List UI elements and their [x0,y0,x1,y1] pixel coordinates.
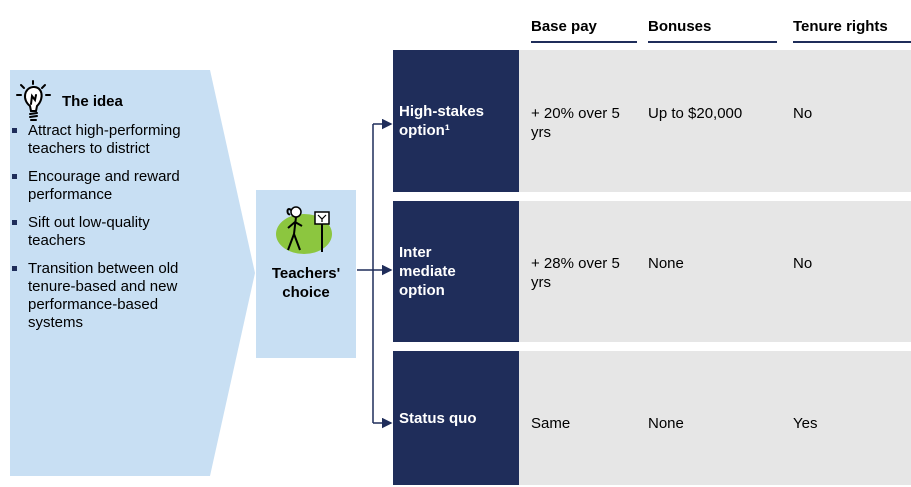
cell-tenure-rights: No [793,105,813,122]
option-label-intermediate: Inter mediate option [393,201,519,342]
column-header-bonuses: Bonuses [648,18,777,43]
cell-tenure-rights: No [793,255,813,272]
column-header-base-pay: Base pay [531,18,637,43]
cell-base-pay: Same [531,415,571,432]
teachers-choice-box: Teachers' choice [256,190,356,358]
idea-bullet: Encourage and reward performance [12,168,208,204]
teacher-at-crossroads-icon [276,206,332,254]
cell-bonuses: Up to $20,000 [648,105,743,122]
lightbulb-icon [16,80,51,121]
option-label-status-quo: Status quo [393,351,519,485]
idea-bullet-list: Attract high-performing teachers to dist… [12,122,208,342]
option-row-status-quo [519,351,911,485]
idea-panel [10,70,260,476]
option-row-high-stakes [519,50,911,192]
option-label-high-stakes: High-stakes option¹ [393,50,519,192]
teachers-choice-label: Teachers' choice [271,265,341,301]
idea-bullet: Attract high-performing teachers to dist… [12,122,208,158]
column-header-tenure-rights: Tenure rights [793,18,911,43]
option-row-intermediate [519,201,911,342]
cell-bonuses: None [648,255,684,272]
cell-bonuses: None [648,415,684,432]
cell-tenure-rights: Yes [793,415,818,432]
cell-base-pay: + 28% over 5 yrs [531,255,620,291]
idea-bullet: Sift out low-quality teachers [12,214,208,250]
idea-title: The idea [62,93,123,110]
cell-base-pay: + 20% over 5 yrs [531,105,620,141]
idea-bullet: Transition between old tenure-based and … [12,260,208,332]
